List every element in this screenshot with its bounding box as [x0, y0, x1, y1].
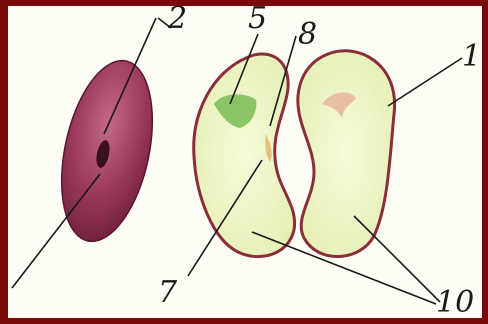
- diagram-canvas: 2 5 8 1 7 10: [8, 6, 482, 318]
- label-1: 1: [462, 39, 481, 74]
- left-cotyledon: [194, 54, 295, 257]
- right-cotyledon: [298, 51, 395, 257]
- left-cotyledon-outline: [194, 54, 295, 257]
- right-cotyledon-outline: [298, 51, 395, 257]
- bean-seed-diagram: 2 5 8 1 7 10: [8, 6, 482, 318]
- label-8: 8: [298, 17, 317, 52]
- leader-line-1: [388, 58, 462, 106]
- label-2: 2: [167, 6, 187, 36]
- label-10: 10: [436, 285, 474, 318]
- label-5: 5: [248, 6, 267, 36]
- label-7: 7: [158, 275, 178, 310]
